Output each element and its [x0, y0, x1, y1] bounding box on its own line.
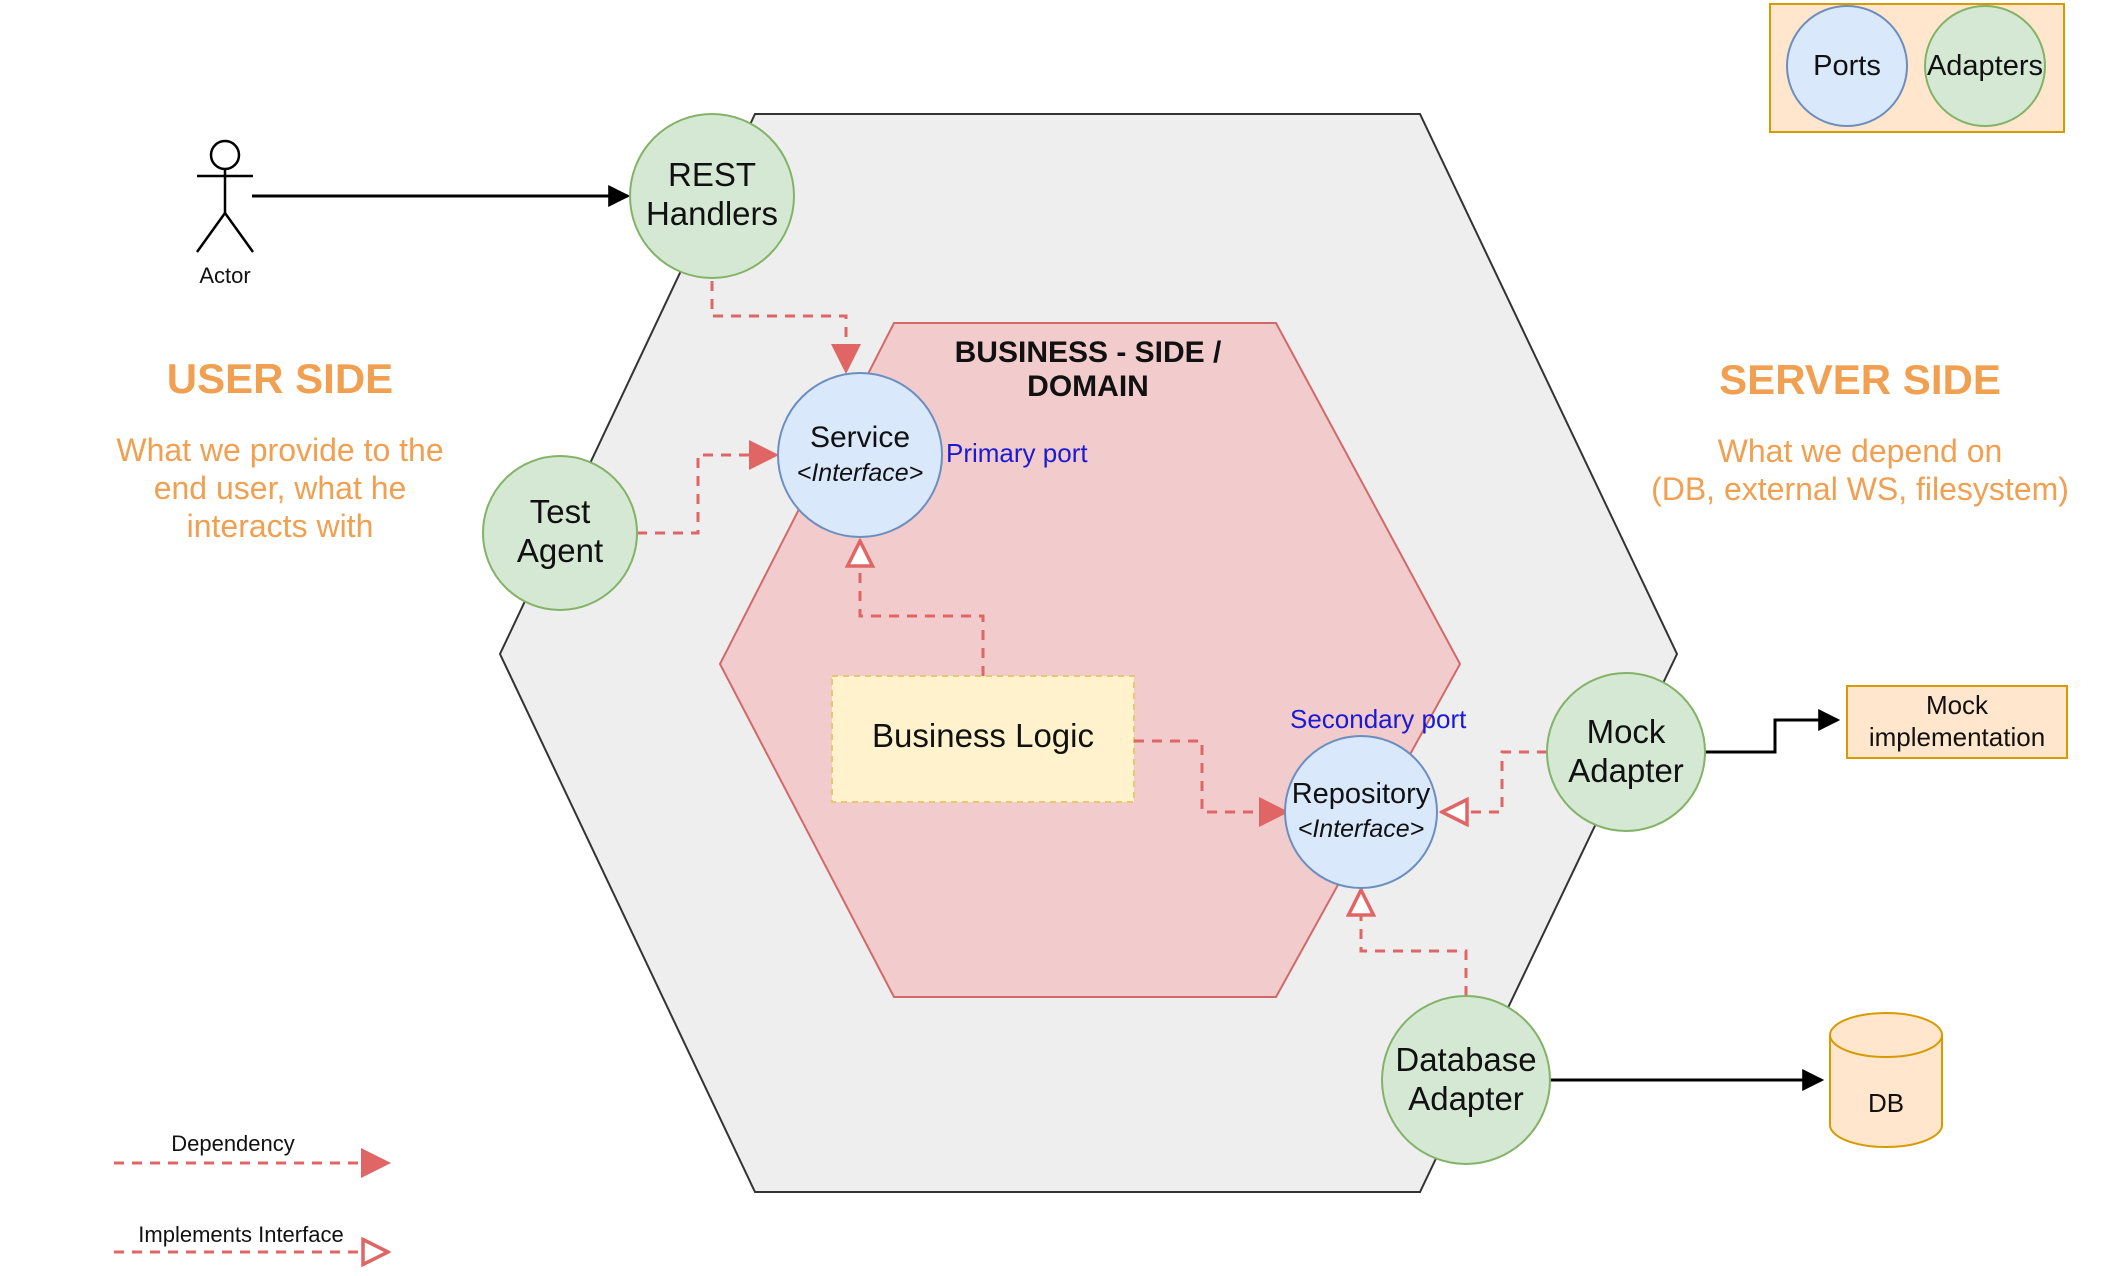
repository-label-line2: <Interface>	[1298, 815, 1424, 843]
primary-port-label: Primary port	[946, 438, 1088, 468]
service-port[interactable]	[777, 372, 943, 538]
test-agent-label-line2: Agent	[517, 532, 603, 569]
actor-icon[interactable]	[195, 139, 255, 253]
database-adapter[interactable]	[1381, 995, 1551, 1165]
test-agent-adapter[interactable]	[482, 455, 638, 611]
db-label: DB	[1868, 1088, 1904, 1118]
service-label-line2: <Interface>	[797, 459, 923, 487]
business-logic-to-repository-dependency	[1134, 739, 1289, 827]
domain-title-line2: DOMAIN	[1027, 370, 1149, 403]
server-side-desc-line2: (DB, external WS, filesystem)	[1651, 471, 2069, 507]
secondary-port-label: Secondary port	[1290, 704, 1467, 734]
mock-adapter-label-line2: Adapter	[1568, 752, 1684, 789]
key-adapters-label: Adapters	[1927, 50, 2043, 82]
server-side-desc-line1: What we depend on	[1718, 433, 2003, 469]
mock-implementation-line2: implementation	[1869, 722, 2045, 752]
service-label-line1: Service	[810, 421, 910, 454]
mock-adapter-implements-repository	[1442, 750, 1547, 812]
mock-implementation-box[interactable]	[1846, 685, 2068, 759]
database-adapter-implements-repository	[1361, 890, 1468, 996]
mock-implementation-line1: Mock	[1926, 690, 1989, 720]
test-agent-to-service-dependency	[637, 440, 779, 535]
domain-title-line1: BUSINESS - SIDE /	[955, 336, 1222, 369]
server-side-title: SERVER SIDE	[1719, 356, 2001, 403]
database-adapter-label-line2: Adapter	[1408, 1080, 1524, 1117]
user-side-desc-line2: end user, what he	[154, 470, 407, 506]
legend-dependency-label: Dependency	[171, 1131, 295, 1156]
mock-adapter-label-line1: Mock	[1587, 713, 1666, 750]
key-ports-circle	[1786, 5, 1908, 127]
key-ports-label: Ports	[1813, 50, 1881, 82]
actor-label: Actor	[199, 263, 250, 288]
user-side-desc-line1: What we provide to the	[116, 432, 443, 468]
key-adapters-circle	[1924, 5, 2046, 127]
business-logic-box[interactable]	[831, 675, 1135, 803]
repository-port[interactable]	[1284, 735, 1438, 889]
legend-implements-label: Implements Interface	[138, 1222, 343, 1247]
user-side-title: USER SIDE	[167, 355, 393, 402]
business-logic-implements-service	[860, 541, 985, 676]
user-side-desc-line3: interacts with	[187, 508, 374, 544]
rest-handlers-label-line2: Handlers	[646, 195, 778, 232]
db-cylinder[interactable]	[1829, 1012, 1943, 1148]
repository-label-line1: Repository	[1292, 778, 1431, 810]
rest-handlers-adapter[interactable]	[629, 113, 795, 279]
rest-handlers-label-line1: REST	[668, 156, 756, 193]
test-agent-label-line1: Test	[530, 493, 591, 530]
database-adapter-label-line1: Database	[1395, 1041, 1536, 1078]
mock-adapter-to-mock-impl-arrow	[1705, 709, 1841, 754]
mock-adapter[interactable]	[1546, 672, 1706, 832]
business-logic-label: Business Logic	[872, 717, 1094, 754]
